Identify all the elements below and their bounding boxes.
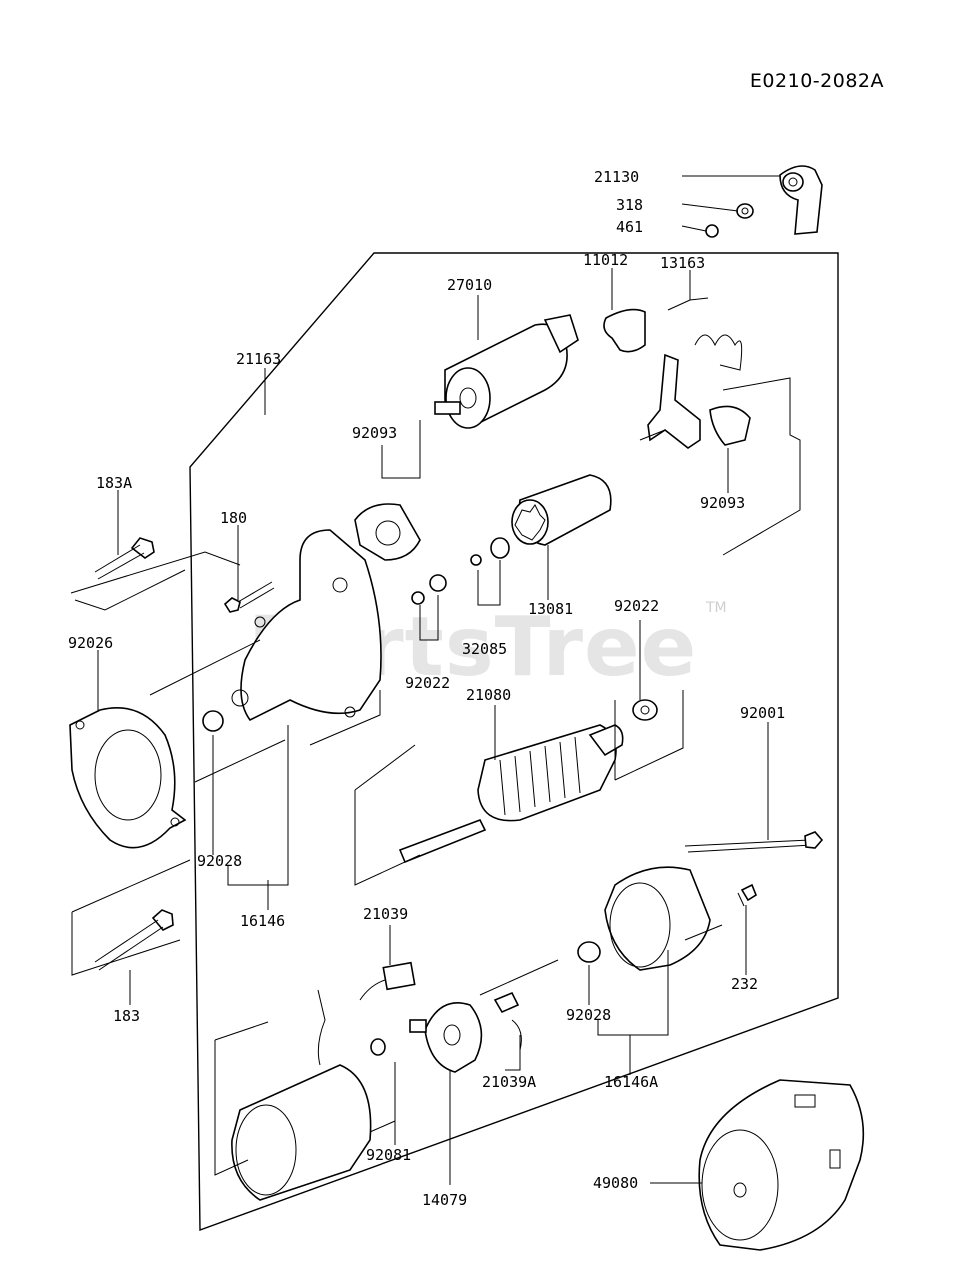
solenoid-part[interactable] [434,314,579,429]
front-housing-part[interactable] [231,529,382,722]
stop-ring-part[interactable] [470,537,510,566]
label-92001[interactable]: 92001 [740,704,785,722]
label-92028-front[interactable]: 92028 [197,852,242,870]
label-16146[interactable]: 16146 [240,912,285,930]
label-92093-left[interactable]: 92093 [352,424,397,442]
label-180[interactable]: 180 [220,509,247,527]
terminal-cap-part[interactable] [779,165,823,235]
packing-right-part[interactable] [709,405,751,446]
bushing-front-part[interactable] [202,710,224,732]
label-13081[interactable]: 13081 [528,600,573,618]
label-183a[interactable]: 183A [96,474,132,492]
brush-part[interactable] [359,961,416,1001]
label-32085[interactable]: 32085 [462,640,507,658]
brush-spring-part[interactable] [370,1038,386,1056]
label-14079[interactable]: 14079 [422,1191,467,1209]
label-21130[interactable]: 21130 [594,168,639,186]
washer-upper-part[interactable] [411,574,447,605]
label-16146a[interactable]: 16146A [604,1073,658,1091]
label-21080[interactable]: 21080 [466,686,511,704]
yoke-part[interactable] [231,989,372,1201]
label-92022-left[interactable]: 92022 [405,674,450,692]
label-49080[interactable]: 49080 [593,1174,638,1192]
bolt-183-part[interactable] [94,909,174,971]
through-bolt-part[interactable] [684,831,824,853]
armature-part[interactable] [398,724,624,864]
assembly-outline [189,252,839,1231]
label-11012[interactable]: 11012 [583,251,628,269]
label-461[interactable]: 461 [616,218,643,236]
lock-washer-part[interactable] [705,224,719,238]
label-21163[interactable]: 21163 [236,350,281,368]
nut-part[interactable] [736,203,754,219]
rear-cover-part[interactable] [604,866,711,971]
packing-plate-part[interactable] [354,503,421,561]
washer-lower-part[interactable] [632,699,658,721]
brush-a-part[interactable] [493,991,522,1051]
label-232[interactable]: 232 [731,975,758,993]
label-13163[interactable]: 13163 [660,254,705,272]
cover-part[interactable] [698,1079,865,1251]
leader-lines [70,175,801,1185]
shift-lever-part[interactable] [647,334,743,449]
label-183[interactable]: 183 [113,1007,140,1025]
bolt-180-part[interactable] [223,581,275,613]
brush-holder-part[interactable] [409,1002,483,1073]
label-92028-rear[interactable]: 92028 [566,1006,611,1024]
gasket-part[interactable] [69,706,187,849]
screw-232-part[interactable] [737,883,757,907]
bushing-rear-part[interactable] [577,941,601,963]
label-21039a[interactable]: 21039A [482,1073,536,1091]
part-labels: 21130 318 461 11012 13163 27010 21163 92… [68,168,785,1209]
label-27010[interactable]: 27010 [447,276,492,294]
terminal-boot-part[interactable] [603,308,646,353]
label-21039[interactable]: 21039 [363,905,408,923]
overrunning-clutch-part[interactable] [511,474,612,546]
label-318[interactable]: 318 [616,196,643,214]
label-92026[interactable]: 92026 [68,634,113,652]
label-92093-right[interactable]: 92093 [700,494,745,512]
label-92022-right[interactable]: 92022 [614,597,659,615]
diagram-code: E0210-2082A [749,70,884,92]
bolt-183a-part[interactable] [94,537,155,580]
label-92081[interactable]: 92081 [366,1146,411,1164]
watermark-trademark: TM [706,600,727,616]
